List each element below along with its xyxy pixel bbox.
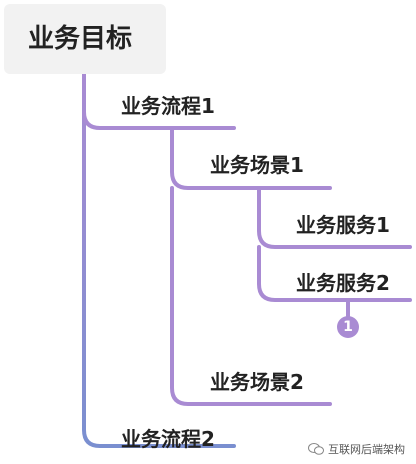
branch-service2 <box>257 245 412 302</box>
root-label: 业务目标 <box>28 24 133 54</box>
node-scene1[interactable]: 业务场景1 <box>210 153 304 177</box>
node-service2[interactable]: 业务服务2 <box>296 271 390 295</box>
node-process1[interactable]: 业务流程1 <box>121 94 215 118</box>
branch-scene2 <box>170 186 332 406</box>
root-node[interactable]: 业务目标 <box>4 4 166 74</box>
branch-service1 <box>257 188 412 249</box>
watermark-text: 互联网后端架构 <box>328 443 405 456</box>
branch-process1 <box>82 110 236 130</box>
node-service1[interactable]: 业务服务1 <box>296 213 390 237</box>
node-process2[interactable]: 业务流程2 <box>121 427 215 451</box>
branch-scene1 <box>170 128 332 190</box>
collapsed-count-badge[interactable]: 1 <box>337 316 359 338</box>
watermark: 互联网后端架构 <box>308 441 405 457</box>
trunk-line <box>82 72 236 448</box>
wechat-icon <box>308 443 324 455</box>
node-scene2[interactable]: 业务场景2 <box>210 370 304 394</box>
